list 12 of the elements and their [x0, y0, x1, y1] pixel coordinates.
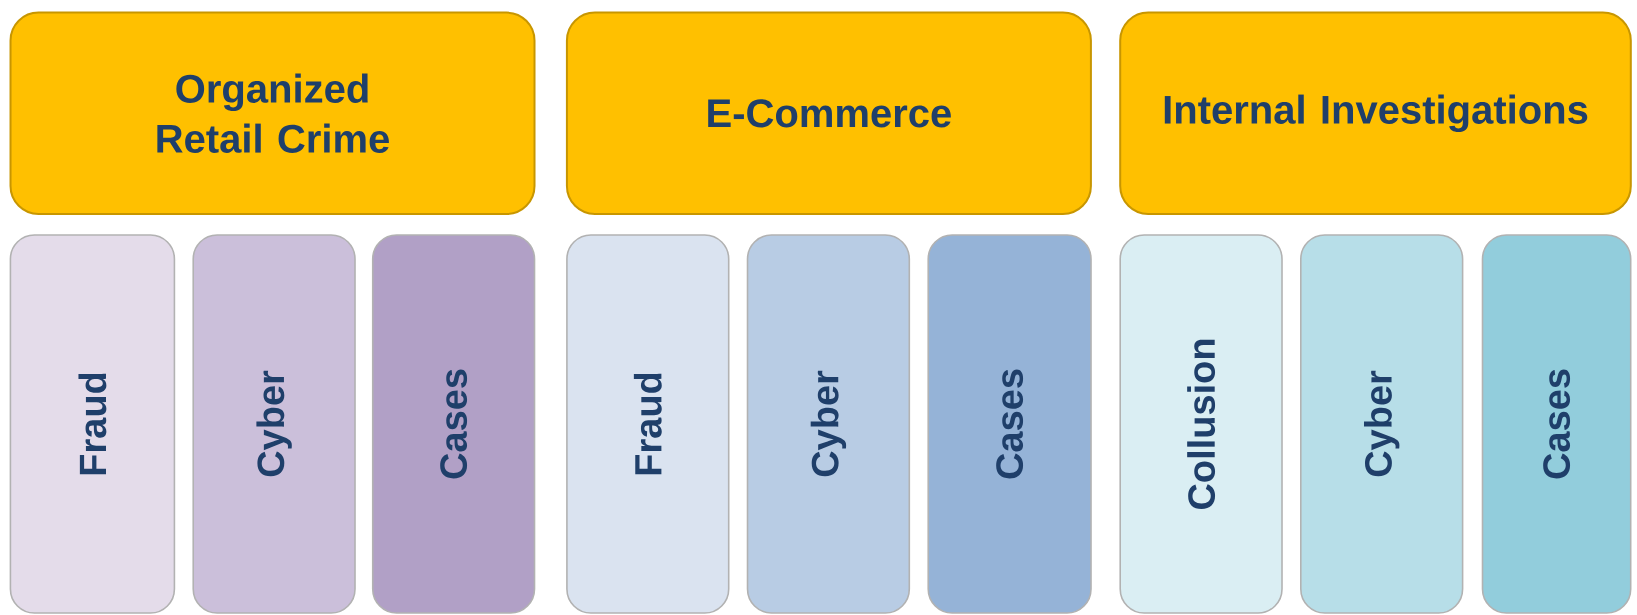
subcategory-box: Fraud — [9, 234, 176, 614]
category-box: E-Commerce — [565, 11, 1092, 215]
subcategory-box: Fraud — [566, 234, 730, 614]
category-box: Internal Investigations — [1119, 11, 1632, 215]
subcategory-box: Cases — [1481, 234, 1632, 614]
category-box: Organized Retail Crime — [9, 11, 536, 215]
subcategory-box: Cyber — [746, 234, 911, 614]
subcategory-box: Cases — [371, 234, 536, 614]
subcategory-box: Collusion — [1119, 234, 1283, 614]
subcategory-box: Cyber — [1300, 234, 1464, 614]
subcategory-box: Cases — [927, 234, 1092, 614]
subcategory-box: Cyber — [192, 234, 356, 614]
